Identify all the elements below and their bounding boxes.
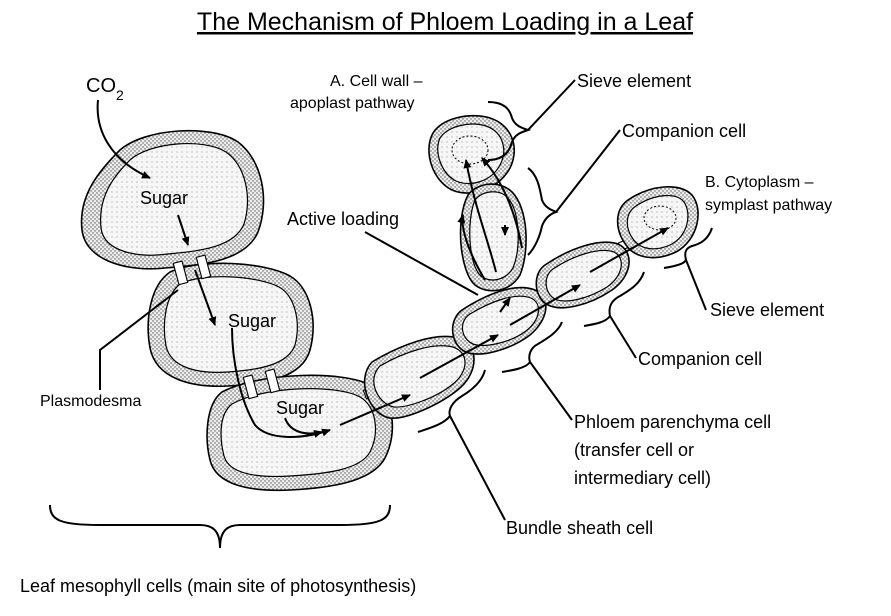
- plasmodesma-1: [172, 260, 189, 286]
- sieve-element-top-leader: [527, 79, 576, 131]
- mesophyll-cell-middle-inner: [163, 276, 298, 373]
- sugar-arrow-2: [194, 269, 217, 326]
- phloem-parenchyma-label-line2: (transfer cell or: [574, 440, 694, 460]
- companion-cell-right-label: Companion cell: [638, 349, 762, 369]
- diagram-title: The Mechanism of Phloem Loading in a Lea…: [197, 8, 693, 36]
- cytoplasm-label-line2: symplast pathway: [705, 197, 832, 214]
- mesophyll-label: Leaf mesophyll cells (main site of photo…: [20, 576, 416, 596]
- bundle-sheath-leader: [449, 415, 506, 521]
- bundle-sheath-cell-1-inner: [373, 345, 466, 408]
- co2-base: CO: [86, 75, 116, 97]
- plasmodesma-leader: [99, 289, 179, 390]
- phloem-parenchyma-label-line1: Phloem parenchyma cell: [574, 412, 771, 432]
- apoplast-arrow-1: [499, 297, 511, 313]
- bundle-sheath-cells: [363, 185, 699, 419]
- sugar-label-1: Sugar: [140, 188, 188, 208]
- phloem-parenchyma-label-line3: intermediary cell): [574, 468, 711, 488]
- sieve-element-right-leader: [685, 259, 707, 311]
- labels: CO2 Sugar Sugar Sugar Plasmodesma Active…: [20, 71, 832, 596]
- sieve-element-right-label: Sieve element: [710, 300, 824, 320]
- companion-cell-top-leader: [555, 129, 621, 213]
- active-loading-arrow-1: [463, 159, 497, 273]
- plasmodesma-2: [195, 254, 212, 280]
- cell-wall-label-line2: apoplast pathway: [290, 95, 415, 112]
- phloem-parenchyma-brace: [501, 321, 563, 373]
- sugar-arrow-1: [177, 214, 190, 246]
- leader-lines: [49, 79, 713, 549]
- sieve-element-top-inner: [437, 123, 505, 185]
- mesophyll-brace: [49, 504, 391, 549]
- active-loading-arrow-3: [481, 157, 523, 249]
- sugar-arrow-4: [284, 417, 323, 438]
- companion-cell-top-label: Companion cell: [622, 121, 746, 141]
- bundle-sheath-brace: [417, 369, 486, 433]
- symplast-arrow-2: [419, 334, 499, 379]
- symplast-arrow-1: [339, 394, 411, 426]
- sugar-arrow-3: [231, 327, 331, 438]
- companion-cell-right-inner: [545, 249, 622, 302]
- sieve-element-top-label: Sieve element: [577, 71, 691, 91]
- companion-cell-right-brace: [583, 271, 645, 327]
- sugar-label-2: Sugar: [228, 311, 276, 331]
- companion-cell-top-brace: [527, 167, 559, 256]
- bundle-sheath-label: Bundle sheath cell: [506, 518, 653, 538]
- co2-label: CO2: [86, 75, 124, 103]
- cytoplasm-label-line1: B. Cytoplasm –: [705, 174, 814, 191]
- symplast-arrow-4: [589, 227, 669, 273]
- co2-arrow: [96, 99, 151, 179]
- sieve-element-right-inner: [626, 195, 689, 250]
- active-loading-leader: [364, 231, 479, 296]
- symplast-arrow-3: [509, 284, 581, 326]
- plasmodesma-4: [264, 368, 281, 394]
- cell-wall-label-line1: A. Cell wall –: [330, 73, 423, 90]
- active-loading-arrow-2: [457, 214, 486, 281]
- sieve-element-right-brace: [663, 227, 713, 269]
- active-loading-label: Active loading: [287, 209, 399, 229]
- flow-arrows: [96, 99, 669, 438]
- co2-subscript: 2: [116, 87, 124, 103]
- plasmodesma-3: [242, 374, 259, 400]
- phloem-parenchyma-cell-inner: [461, 295, 539, 346]
- sugar-label-3: Sugar: [276, 398, 324, 418]
- companion-cell-right-leader: [609, 315, 637, 359]
- phloem-parenchyma-leader: [529, 361, 573, 421]
- plasmodesma-label: Plasmodesma: [40, 393, 141, 410]
